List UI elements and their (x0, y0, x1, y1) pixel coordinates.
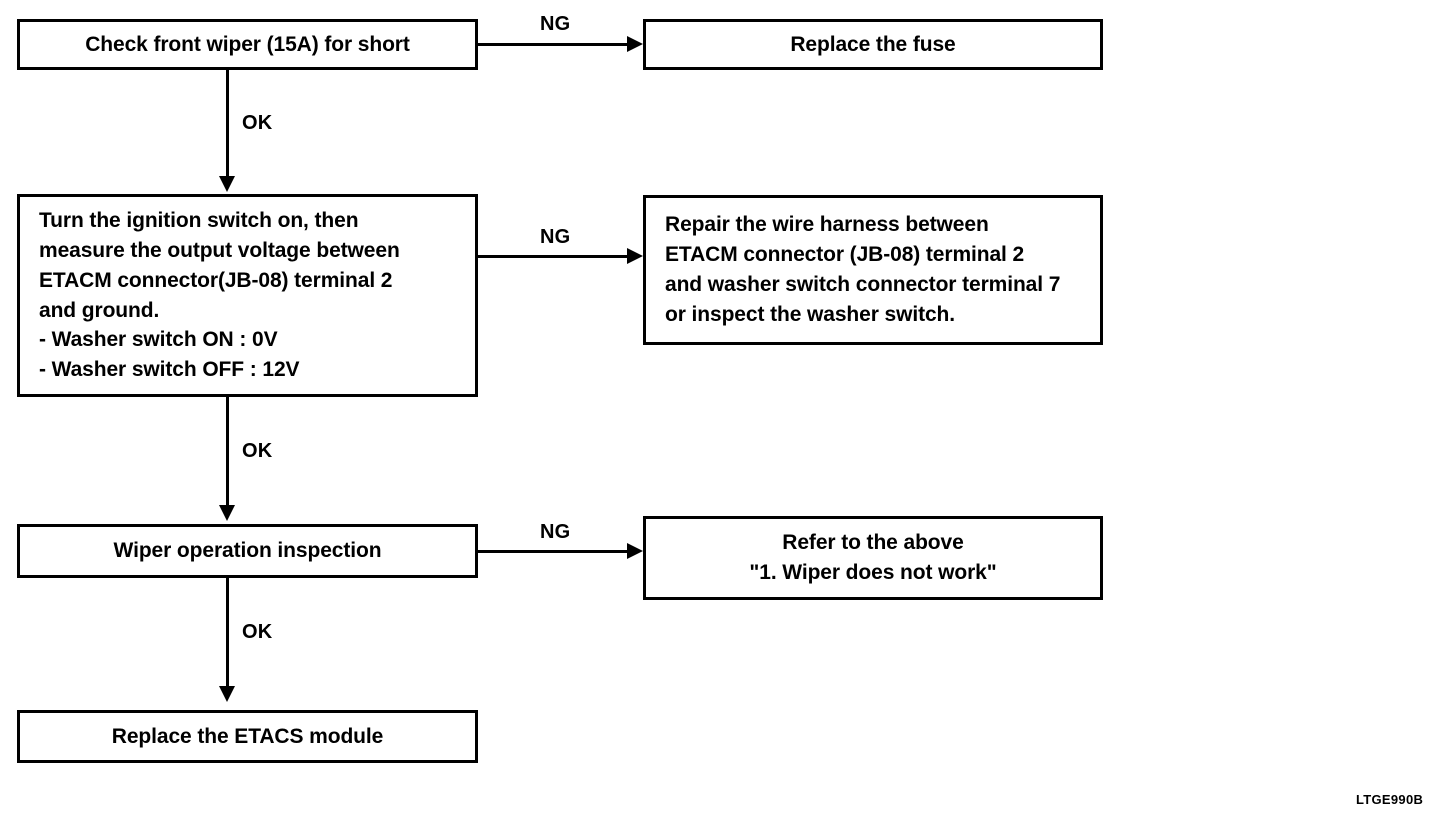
edge-label-ok-1: OK (242, 112, 273, 134)
edge-label-ng-1: NG (540, 13, 571, 35)
node-measure-voltage-label: Turn the ignition switch on, then measur… (39, 209, 400, 382)
edge-line-ok-1 (226, 70, 229, 178)
edge-line-ok-3 (226, 578, 229, 688)
node-repair-harness-label: Repair the wire harness between ETACM co… (665, 213, 1061, 326)
node-replace-etacs-label: Replace the ETACS module (111, 724, 384, 748)
edge-arrowhead-ok-2 (219, 505, 235, 521)
edge-line-ng-1 (478, 43, 633, 46)
node-wiper-inspection-label: Wiper operation inspection (113, 539, 382, 563)
node-check-fuse[interactable]: Check front wiper (15A) for short (17, 19, 478, 70)
edge-line-ng-3 (478, 550, 633, 553)
node-check-fuse-label: Check front wiper (15A) for short (85, 32, 410, 56)
edge-arrowhead-ng-2 (627, 248, 643, 264)
edge-arrowhead-ng-3 (627, 543, 643, 559)
node-repair-harness[interactable]: Repair the wire harness between ETACM co… (643, 195, 1103, 345)
figure-code: LTGE990B (1356, 792, 1424, 807)
edge-label-ng-3: NG (540, 521, 571, 543)
edge-line-ng-2 (478, 255, 633, 258)
edge-arrowhead-ok-3 (219, 686, 235, 702)
edge-line-ok-2 (226, 397, 229, 507)
node-refer-above-label: Refer to the above "1. Wiper does not wo… (749, 531, 997, 584)
edge-label-ng-2: NG (540, 226, 571, 248)
node-refer-above[interactable]: Refer to the above "1. Wiper does not wo… (643, 516, 1103, 600)
node-wiper-inspection[interactable]: Wiper operation inspection (17, 524, 478, 578)
edge-arrowhead-ok-1 (219, 176, 235, 192)
edge-label-ok-3: OK (242, 621, 273, 643)
edge-label-ok-2: OK (242, 440, 273, 462)
edge-arrowhead-ng-1 (627, 36, 643, 52)
node-replace-etacs[interactable]: Replace the ETACS module (17, 710, 478, 763)
node-measure-voltage[interactable]: Turn the ignition switch on, then measur… (17, 194, 478, 397)
node-replace-fuse-label: Replace the fuse (790, 32, 956, 56)
node-replace-fuse[interactable]: Replace the fuse (643, 19, 1103, 70)
